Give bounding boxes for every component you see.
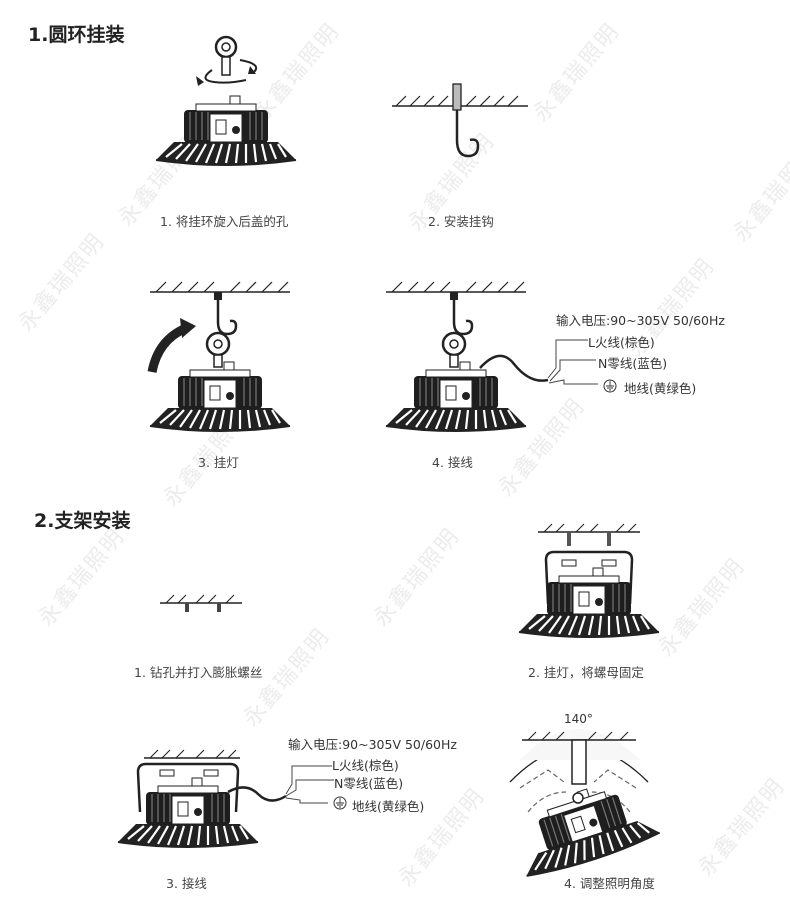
ring-step1-caption: 1. 将挂环旋入后盖的孔 [160,214,289,229]
bracket-step4-caption: 4. 调整照明角度 [564,876,655,891]
wiring-live-label: L火线(棕色) [588,335,655,350]
bracket-step3-caption: 3. 接线 [166,876,207,891]
bracket-wiring-live-label: L火线(棕色) [332,758,399,773]
bracket-wiring-earth-label: 地线(黄绿色) [352,799,425,814]
bracket-wiring-voltage-label: 输入电压:90~305V 50/60Hz [288,737,457,752]
section-title-bracket: 2.支架安装 [34,510,131,532]
angle-label: 140° [564,712,593,726]
bracket-step1-caption: 1. 钻孔并打入膨胀螺丝 [134,665,263,680]
wiring-neutral-label: N零线(蓝色) [598,356,668,371]
ring-step3-caption: 3. 挂灯 [198,455,239,470]
bracket-step2-caption: 2. 挂灯，将螺母固定 [528,665,644,680]
ring-step2-caption: 2. 安装挂钩 [428,214,494,229]
ring-step4-caption: 4. 接线 [432,455,473,470]
wiring-earth-label: 地线(黄绿色) [624,381,697,396]
bracket-wiring-neutral-label: N零线(蓝色) [334,776,404,791]
wiring-voltage-label: 输入电压:90~305V 50/60Hz [556,313,725,328]
section-title-ring: 1.圆环挂装 [28,24,125,46]
